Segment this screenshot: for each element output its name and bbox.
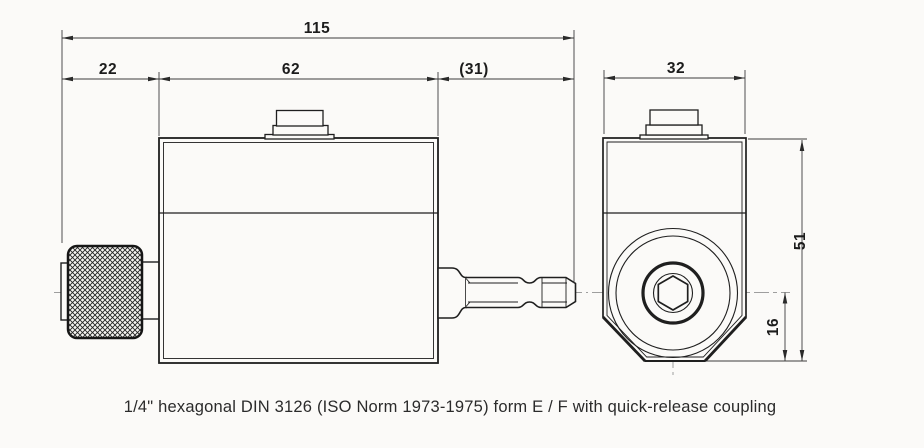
top-connector-side: [264, 109, 335, 140]
drawing-caption: 1/4" hexagonal DIN 3126 (ISO Norm 1973-1…: [124, 398, 777, 416]
top-connector-end: [639, 109, 709, 140]
end-body-chamfer-edges: [601, 316, 748, 362]
coupling-flange: [437, 267, 467, 319]
coupling-second-circle: [615, 235, 731, 351]
end-body-inner-line: [606, 141, 743, 358]
end-body-outline: [602, 137, 747, 362]
side-view: [54, 109, 588, 364]
dim-label-left-section: 22: [99, 61, 117, 78]
coupling-ring: [641, 261, 705, 325]
dimension-lines: [62, 37, 803, 361]
connector-step: [272, 124, 329, 136]
coupling-hex-flat-lines: [465, 277, 567, 308]
extension-lines: [61, 30, 807, 362]
coupling-front: [607, 227, 739, 359]
dim-label-axis-to-base: 16: [765, 318, 782, 336]
dim-label-coupling-section: (31): [459, 61, 489, 78]
hex-coupling: [437, 267, 577, 319]
connector-cap: [275, 109, 324, 127]
dim-label-body-width: 32: [667, 60, 685, 77]
connector-cap: [649, 109, 699, 126]
hex-socket-icon: [657, 275, 689, 311]
dimension-arrows: [62, 35, 805, 361]
coupling-outer-circle: [607, 227, 739, 359]
dim-label-total-length: 115: [304, 20, 331, 37]
dim-label-body-height: 51: [792, 232, 809, 250]
body-outline: [158, 137, 439, 364]
knurled-knob: [66, 244, 144, 340]
dim-label-body-section: 62: [282, 61, 300, 78]
hex-clearance-circle: [652, 272, 694, 314]
end-view: [592, 109, 790, 375]
dimensions: 115 22 62 (31) 32 51 16: [61, 20, 809, 362]
body-inner-line: [163, 142, 434, 359]
dimension-labels: 115 22 62 (31) 32 51 16: [99, 20, 809, 336]
connector-step: [645, 124, 703, 136]
coupling-profile: [466, 276, 577, 309]
